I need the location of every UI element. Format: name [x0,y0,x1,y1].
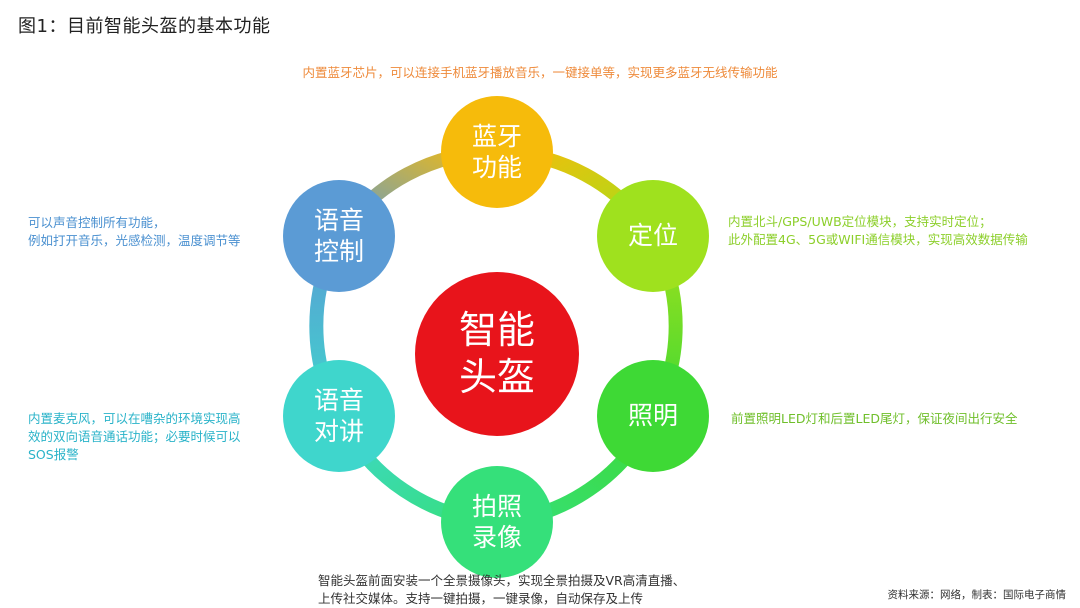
node-intercom-line2: 对讲 [313,417,364,446]
source-note: 资料来源：网络，制表：国际电子商情 [887,589,1067,601]
page-title: 图1：目前智能头盔的基本功能 [18,16,271,37]
node-voice-control: 语音 控制 [283,180,395,292]
desc-bluetooth: 内置蓝牙芯片，可以连接手机蓝牙播放音乐，一键接单等，实现更多蓝牙无线传输功能 [0,64,1080,82]
center-label-line1: 智能 [458,307,535,352]
node-positioning-line1: 定位 [627,221,678,251]
node-voicecontrol-line2: 控制 [313,237,364,266]
desc-camera-line2: 上传社交媒体。支持一键拍摄，一键录像，自动保存及上传 [318,591,644,606]
node-bluetooth: 蓝牙 功能 [441,96,553,208]
desc-voice-control: 可以声音控制所有功能， 例如打开音乐，光感检测，温度调节等 [28,214,241,250]
desc-positioning-line2: 此外配置4G、5G或WIFI通信模块，实现高效数据传输 [728,232,1028,247]
desc-intercom-line2: 效的双向语音通话功能；必要时候可以 [28,429,241,444]
desc-positioning: 内置北斗/GPS/UWB定位模块，支持实时定位； 此外配置4G、5G或WIFI通… [728,213,1028,249]
node-bluetooth-line2: 功能 [471,153,522,182]
node-positioning: 定位 [597,180,709,292]
desc-intercom-line3: SOS报警 [28,447,79,462]
desc-intercom-line1: 内置麦克风，可以在嘈杂的环境实现高 [28,411,241,426]
node-voice-intercom: 语音 对讲 [283,360,395,472]
desc-lighting-text: 前置照明LED灯和后置LED尾灯，保证夜间出行安全 [731,411,1018,426]
desc-positioning-line1: 内置北斗/GPS/UWB定位模块，支持实时定位； [728,214,992,229]
node-voicecontrol-line1: 语音 [313,205,364,235]
desc-voicecontrol-line2: 例如打开音乐，光感检测，温度调节等 [28,233,241,248]
node-camera: 拍照 录像 [441,466,553,578]
center-label-line2: 头盔 [458,355,535,399]
desc-camera: 智能头盔前面安装一个全景摄像头，实现全景拍摄及VR高清直播、 上传社交媒体。支持… [318,572,685,608]
node-intercom-line1: 语音 [313,385,364,415]
desc-voicecontrol-line1: 可以声音控制所有功能， [28,215,166,230]
center-node-smart-helmet: 智能 头盔 [415,272,579,436]
desc-bluetooth-text: 内置蓝牙芯片，可以连接手机蓝牙播放音乐，一键接单等，实现更多蓝牙无线传输功能 [302,65,778,80]
desc-voice-intercom: 内置麦克风，可以在嘈杂的环境实现高 效的双向语音通话功能；必要时候可以 SOS报… [28,410,241,464]
desc-lighting: 前置照明LED灯和后置LED尾灯，保证夜间出行安全 [731,410,1017,428]
node-lighting: 照明 [597,360,709,472]
node-camera-line1: 拍照 [471,491,522,521]
desc-camera-line1: 智能头盔前面安装一个全景摄像头，实现全景拍摄及VR高清直播、 [318,573,686,588]
node-bluetooth-line1: 蓝牙 [471,121,522,151]
node-camera-line2: 录像 [471,523,522,552]
node-lighting-line1: 照明 [627,401,678,431]
